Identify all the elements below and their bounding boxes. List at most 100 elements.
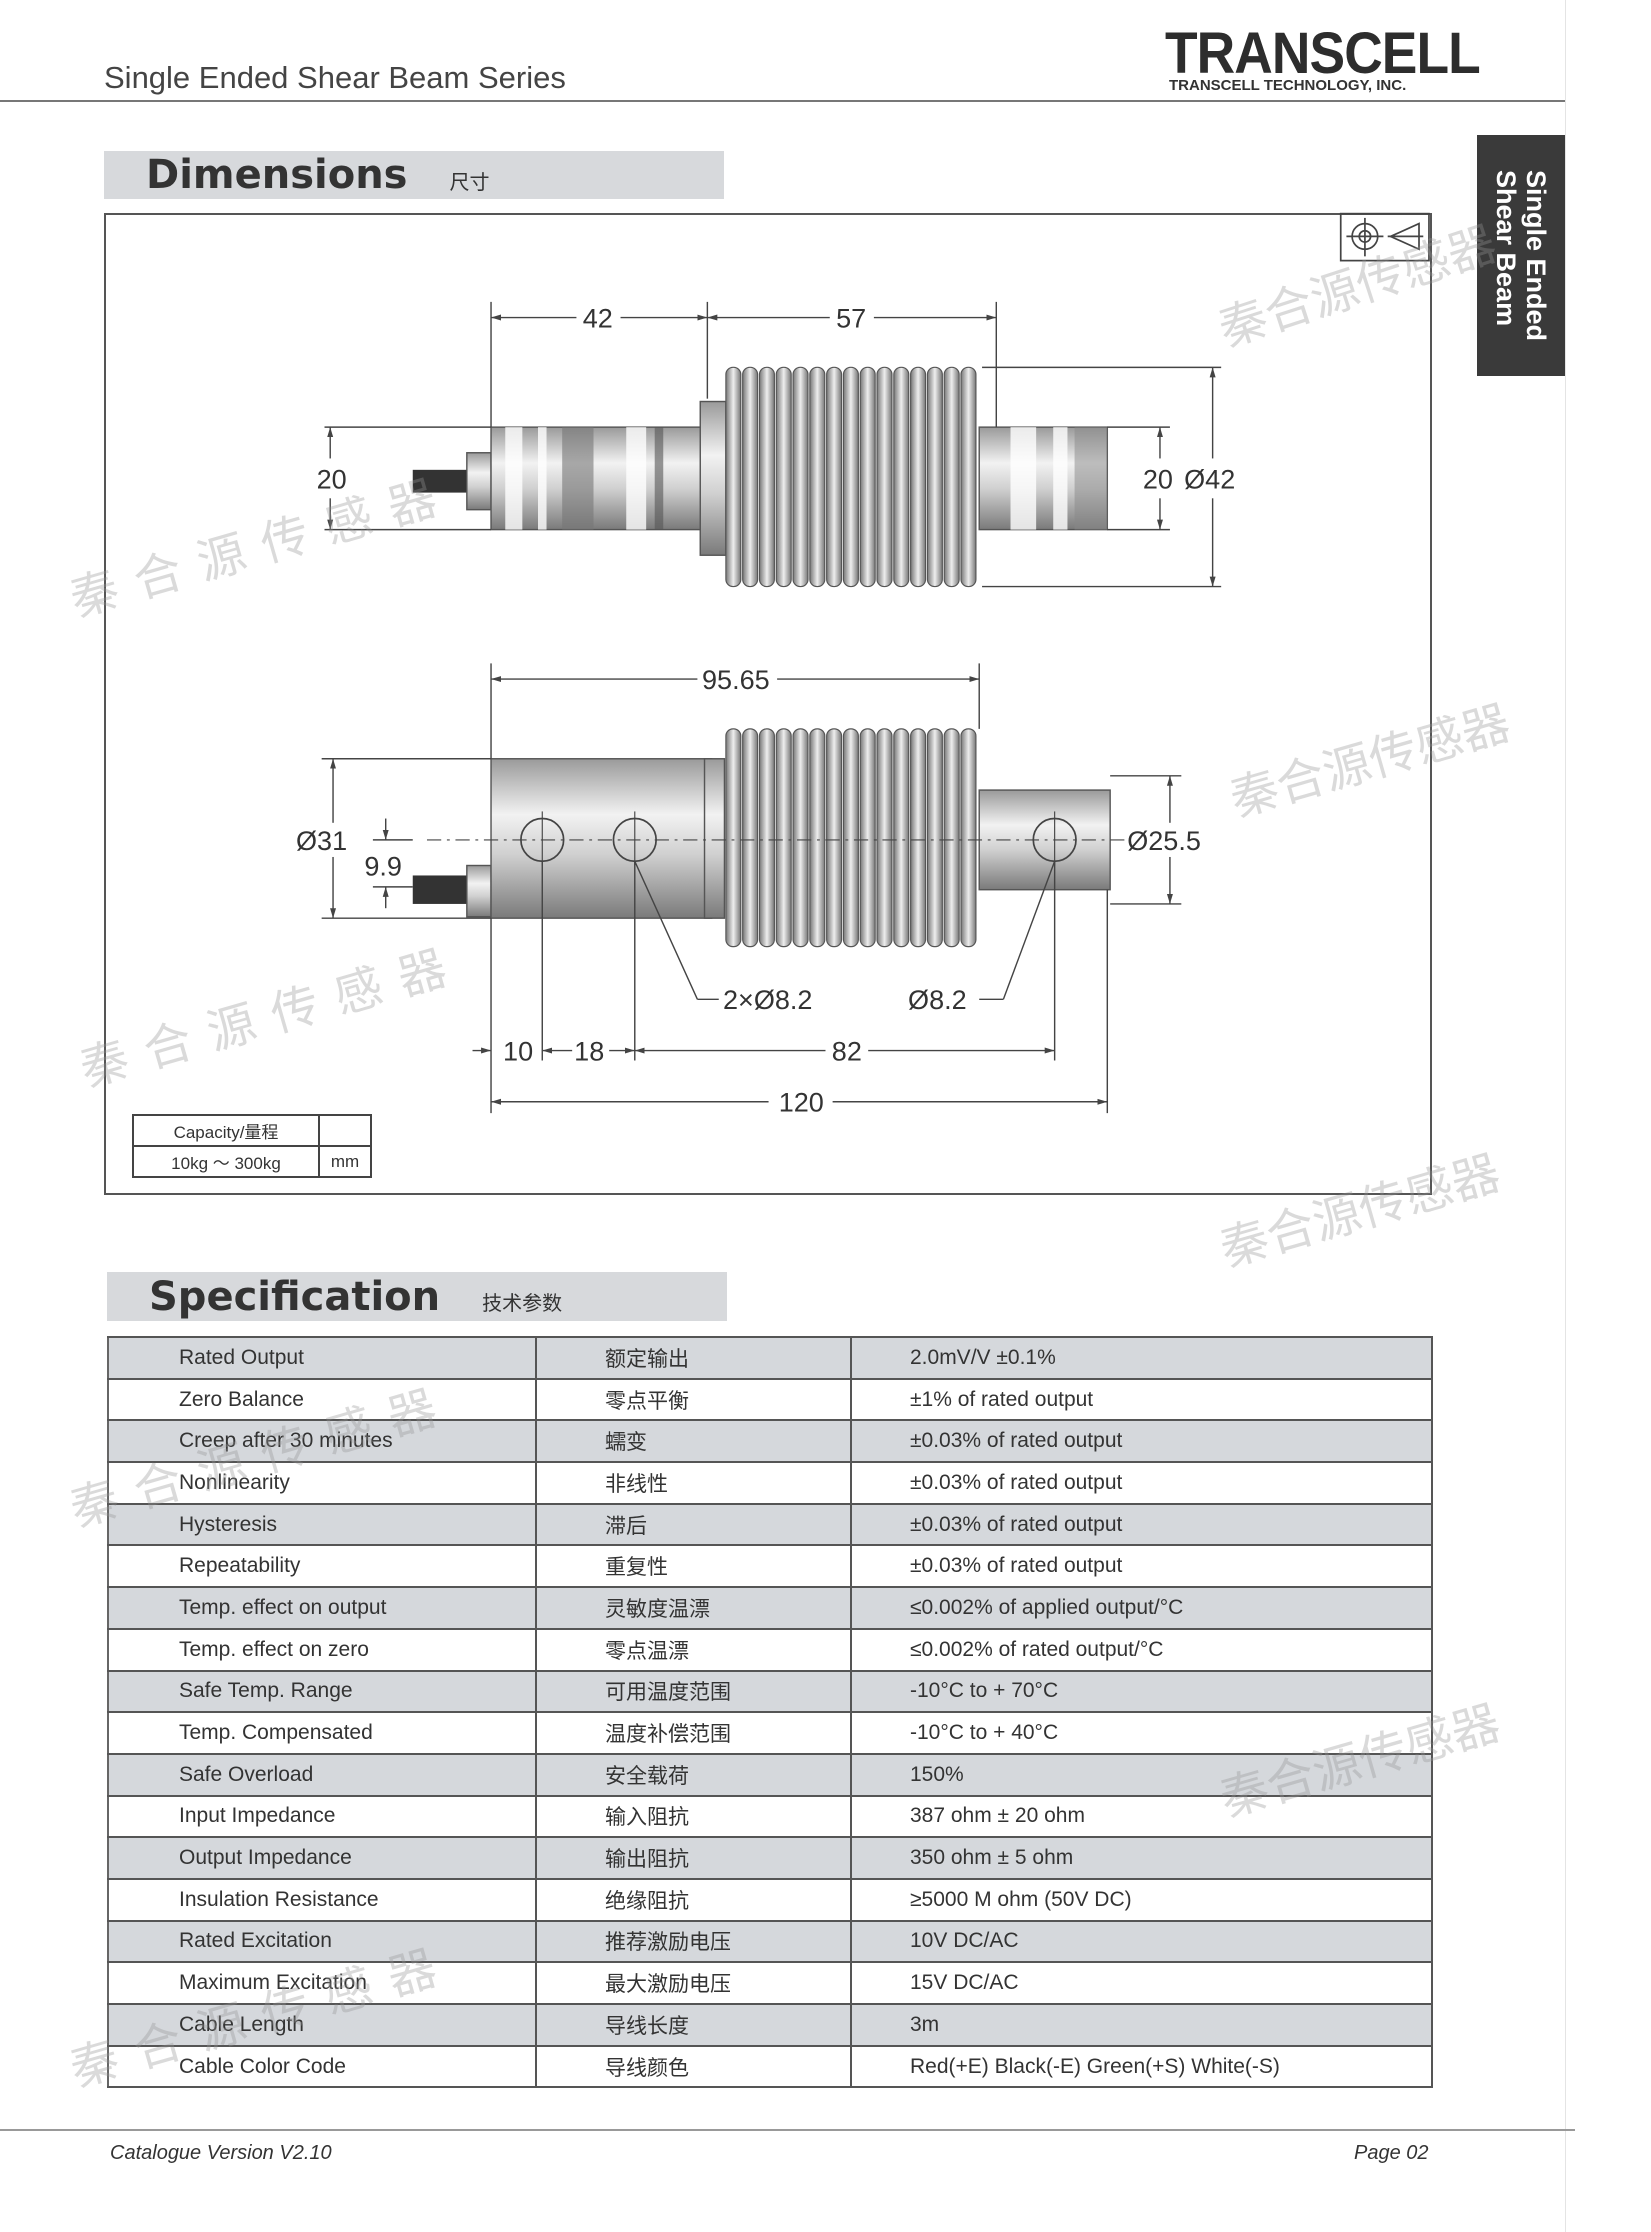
spec-value: Red(+E) Black(-E) Green(+S) White(-S) bbox=[850, 2044, 1433, 2089]
spec-name: Creep after 30 minutes bbox=[107, 1419, 537, 1464]
spec-value: ≥5000 M ohm (50V DC) bbox=[850, 1877, 1433, 1922]
spec-name: Safe Temp. Range bbox=[107, 1669, 537, 1714]
spec-value: ±0.03% of rated output bbox=[850, 1544, 1433, 1589]
spec-name-cn: 导线颜色 bbox=[535, 2044, 852, 2089]
dim-95-65: 95.65 bbox=[702, 665, 770, 695]
spec-name: Cable Color Code bbox=[107, 2044, 537, 2089]
cable bbox=[412, 875, 470, 904]
dim-dia8-2: Ø8.2 bbox=[908, 985, 967, 1015]
side-tab-line1: Single Ended bbox=[1521, 169, 1551, 342]
bellows-rib bbox=[809, 366, 826, 588]
bellows-rib bbox=[876, 366, 893, 588]
spec-name: Insulation Resistance bbox=[107, 1877, 537, 1922]
dim-9-9: 9.9 bbox=[364, 851, 402, 881]
spec-name-cn: 可用温度范围 bbox=[535, 1669, 852, 1714]
bellows-rib bbox=[926, 366, 943, 588]
unit-label: mm bbox=[318, 1145, 372, 1178]
bellows-rib bbox=[876, 728, 893, 948]
bellows-rib bbox=[792, 366, 809, 588]
drawing-frame bbox=[104, 213, 1432, 1195]
spec-value: 10V DC/AC bbox=[850, 1919, 1433, 1964]
catalogue-version: Catalogue Version V2.10 bbox=[110, 2142, 332, 2164]
dim-42: 42 bbox=[583, 304, 613, 334]
spec-name: Temp. effect on zero bbox=[107, 1627, 537, 1672]
specification-title: Specification bbox=[149, 1273, 441, 1320]
specification-title-cn: 技术参数 bbox=[482, 1293, 563, 1315]
bellows-rib bbox=[943, 366, 960, 588]
spec-value: -10°C to + 70°C bbox=[850, 1669, 1433, 1714]
spec-value: -10°C to + 40°C bbox=[850, 1711, 1433, 1755]
spec-name-cn: 推荐激励电压 bbox=[535, 1919, 852, 1964]
dim-dia25-5: Ø25.5 bbox=[1127, 826, 1201, 856]
page-edge bbox=[1565, 0, 1566, 2232]
transcell-logo: TRANSCELL bbox=[1165, 21, 1481, 86]
spec-name-cn: 最大激励电压 bbox=[535, 1961, 852, 2005]
bellows-rib bbox=[859, 366, 876, 588]
capacity-label: Capacity/量程 bbox=[132, 1114, 320, 1147]
dim-dia31: Ø31 bbox=[296, 826, 347, 856]
spec-name: Repeatability bbox=[107, 1544, 537, 1589]
spec-name-cn: 零点平衡 bbox=[535, 1377, 852, 1422]
footer-divider bbox=[0, 2129, 1575, 2131]
spec-name: Output Impedance bbox=[107, 1836, 537, 1880]
dim-57: 57 bbox=[836, 304, 866, 334]
spec-name-cn: 输入阻抗 bbox=[535, 1794, 852, 1839]
dim-120: 120 bbox=[779, 1088, 824, 1118]
spec-value: ±0.03% of rated output bbox=[850, 1461, 1433, 1505]
spec-value: ≤0.002% of rated output/°C bbox=[850, 1627, 1433, 1672]
bellows-rib bbox=[725, 728, 742, 948]
bellows-rib bbox=[758, 728, 775, 948]
bellows-rib bbox=[742, 366, 759, 588]
bellows-rib bbox=[742, 728, 759, 948]
spec-name-cn: 绝缘阻抗 bbox=[535, 1877, 852, 1922]
spec-name: Rated Excitation bbox=[107, 1919, 537, 1964]
spec-name-cn: 输出阻抗 bbox=[535, 1836, 852, 1880]
spec-name: Nonlinearity bbox=[107, 1461, 537, 1505]
spec-value: 3m bbox=[850, 2003, 1433, 2047]
spec-name: Rated Output bbox=[107, 1336, 537, 1380]
dim-20-right: 20 bbox=[1143, 464, 1173, 494]
spec-name: Temp. effect on output bbox=[107, 1586, 537, 1630]
spec-name: Temp. Compensated bbox=[107, 1711, 537, 1755]
spec-name: Zero Balance bbox=[107, 1377, 537, 1422]
dimensions-title-cn: 尺寸 bbox=[449, 171, 490, 194]
dim-18: 18 bbox=[574, 1036, 604, 1066]
spec-name-cn: 零点温漂 bbox=[535, 1627, 852, 1672]
spec-name: Cable Length bbox=[107, 2003, 537, 2047]
spec-name-cn: 灵敏度温漂 bbox=[535, 1586, 852, 1630]
spec-name-cn: 导线长度 bbox=[535, 2003, 852, 2047]
spec-value: ±1% of rated output bbox=[850, 1377, 1433, 1422]
bellows-rib bbox=[960, 728, 977, 948]
bellows-rib bbox=[842, 366, 859, 588]
side-view: 95.65 Ø31 9.9 Ø25.5 2×Ø8.2 Ø8.2 10 18 82… bbox=[296, 663, 1201, 1118]
top-view: 42 57 20 20 Ø42 bbox=[317, 301, 1235, 588]
dim-10: 10 bbox=[503, 1036, 533, 1066]
specification-banner: Specification 技术参数 bbox=[107, 1272, 727, 1321]
bellows-rib bbox=[893, 728, 910, 948]
cable bbox=[412, 469, 470, 493]
bellows-rib bbox=[826, 366, 843, 588]
spec-value: ≤0.002% of applied output/°C bbox=[850, 1586, 1433, 1630]
spec-value: ±0.03% of rated output bbox=[850, 1419, 1433, 1464]
series-title: Single Ended Shear Beam Series bbox=[104, 60, 566, 95]
bellows-rib bbox=[943, 728, 960, 948]
